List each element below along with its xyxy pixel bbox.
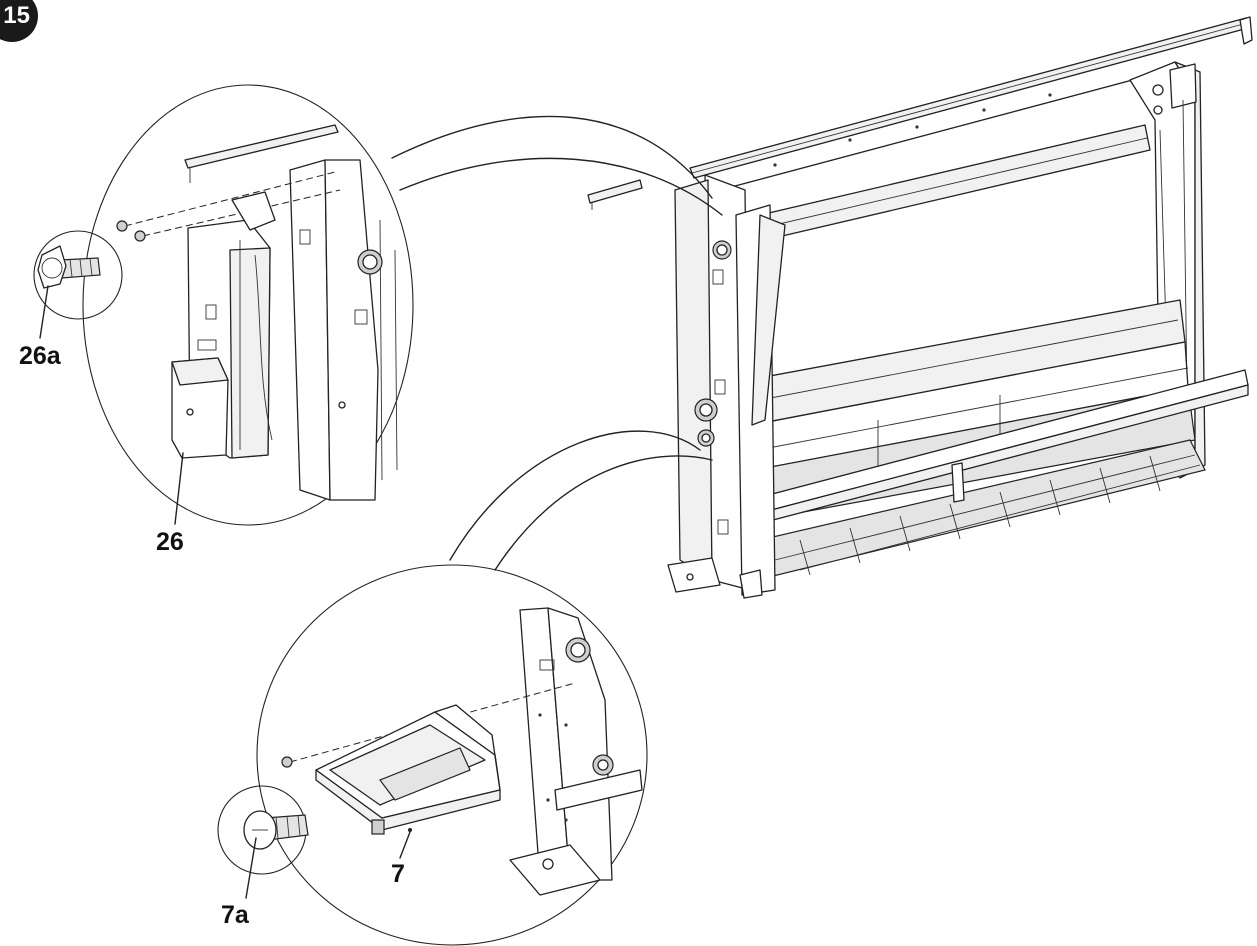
leader-7a: [245, 837, 257, 899]
main-unit-assembly: [587, 16, 1253, 599]
leader-26a: [39, 285, 49, 339]
callout-26a: 26a: [19, 342, 61, 370]
leader-26: [174, 452, 184, 525]
detail-circle-screw-7a: [217, 785, 309, 875]
callout-7a: 7a: [221, 901, 249, 929]
leader-7: [399, 831, 411, 859]
callout-26: 26: [156, 528, 184, 556]
detail-circle-screw-26a: [33, 230, 123, 320]
callout-7: 7: [391, 860, 405, 888]
detail-circle-control-box: [82, 84, 414, 526]
detail-circle-drain-tray: [256, 564, 648, 946]
